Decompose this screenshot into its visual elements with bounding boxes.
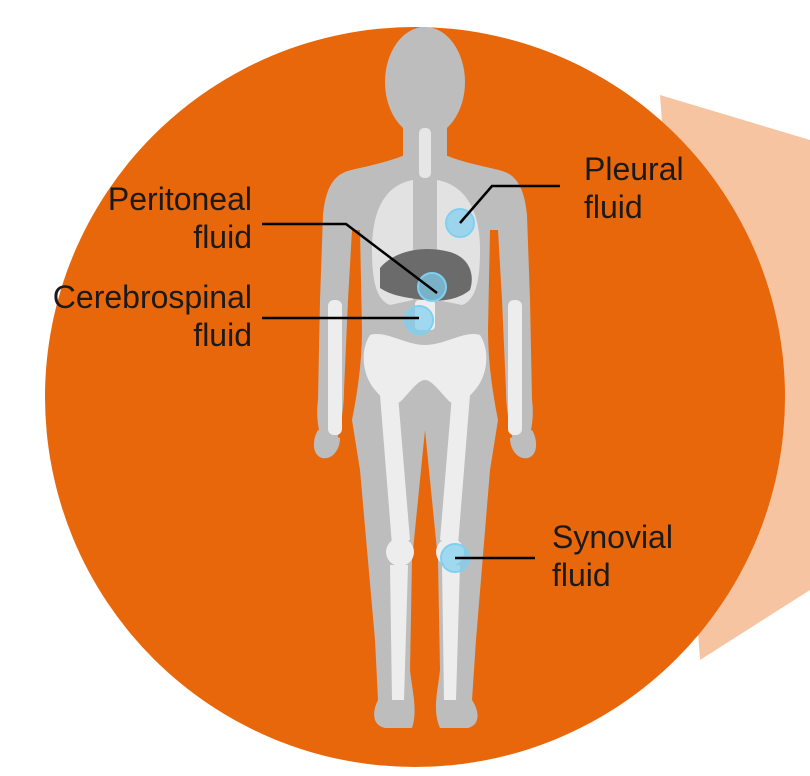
pleural-label-line1: Pleural: [584, 150, 684, 188]
left-humerus: [328, 300, 342, 435]
peritoneal-label-line1: Peritoneal: [40, 180, 252, 218]
pleural-label: Pleural fluid: [584, 150, 684, 226]
pleural-label-line2: fluid: [584, 188, 684, 226]
peritoneal-label: Peritoneal fluid: [40, 180, 252, 256]
cerebrospinal-label-line2: fluid: [20, 316, 252, 354]
cerebrospinal-label: Cerebrospinal fluid: [20, 278, 252, 354]
synovial-label-line1: Synovial: [552, 518, 673, 556]
synovial-label-line2: fluid: [552, 556, 673, 594]
cerebrospinal-label-line1: Cerebrospinal: [20, 278, 252, 316]
synovial-label: Synovial fluid: [552, 518, 673, 594]
right-humerus: [508, 300, 522, 435]
cervical-spine: [419, 128, 431, 178]
cerebrospinal-marker: [405, 306, 433, 334]
peritoneal-marker: [418, 273, 446, 301]
left-knee: [386, 538, 414, 566]
peritoneal-label-line2: fluid: [40, 218, 252, 256]
